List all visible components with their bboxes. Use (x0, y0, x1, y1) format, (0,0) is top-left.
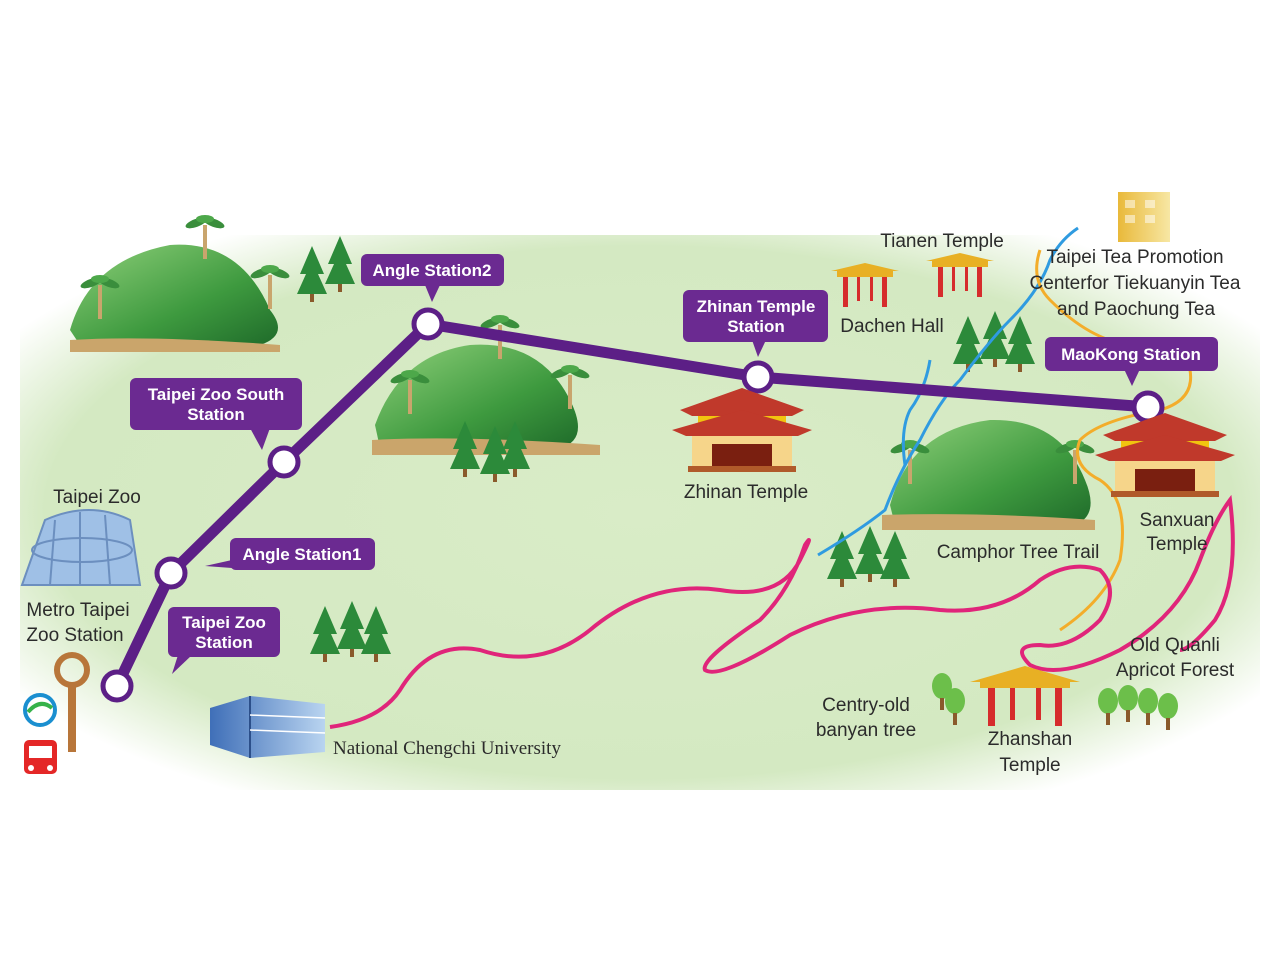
tag-label: Station (187, 405, 245, 424)
tag-label: Angle Station2 (372, 261, 491, 280)
tag-label: MaoKong Station (1061, 345, 1201, 364)
label-tea-center: Centerfor Tiekuanyin Tea (1030, 273, 1241, 294)
label-quanli-forest: Old Quanli (1130, 635, 1220, 656)
tag-taipei-zoo-station[interactable]: Taipei Zoo Station (168, 607, 280, 674)
label-sanxuan-temple: Sanxuan (1139, 510, 1214, 531)
gondola-line (112, 318, 1149, 689)
tag-label: Angle Station1 (242, 545, 361, 564)
tag-angle-station-2[interactable]: Angle Station2 (361, 254, 504, 302)
tag-label: Station (727, 317, 785, 336)
gate-icon (970, 666, 1080, 726)
mountain-icon (882, 419, 1095, 530)
station-angle-2[interactable] (411, 307, 445, 341)
mrt-pin (54, 652, 90, 752)
label-metro-zoo: Metro Taipei (26, 600, 129, 621)
mrt-icon[interactable] (23, 693, 57, 727)
zoo-dome-icon (20, 509, 142, 586)
tag-angle-station-1[interactable]: Angle Station1 (205, 538, 375, 570)
label-banyan-tree: Centry-old (822, 695, 910, 716)
label-zhanshan-temple: Zhanshan (988, 729, 1073, 750)
label-tianen-temple: Tianen Temple (880, 231, 1004, 252)
blue-trail (901, 359, 932, 466)
label-camphor-trail: Camphor Tree Trail (937, 542, 1100, 563)
mountain-icon (70, 244, 280, 352)
label-metro-zoo: Zoo Station (26, 625, 123, 646)
building-icon (1118, 192, 1170, 242)
blue-trail (817, 226, 1079, 557)
tag-zhinan-temple-station[interactable]: Zhinan Temple Station (683, 290, 828, 357)
tag-label: Station (195, 633, 253, 652)
tag-label: Zhinan Temple (697, 297, 816, 316)
tag-zoo-south-station[interactable]: Taipei Zoo South Station (130, 378, 302, 450)
pink-trail (329, 494, 1235, 729)
label-tea-center: and Paochung Tea (1057, 299, 1216, 320)
label-sanxuan-temple: Temple (1146, 534, 1207, 555)
label-banyan-tree: banyan tree (816, 720, 916, 741)
station-zoo-south[interactable] (267, 445, 301, 479)
tag-label: Taipei Zoo (182, 613, 266, 632)
mountain-icon (372, 344, 600, 455)
building-icon (210, 696, 326, 758)
label-zhanshan-temple: Temple (999, 755, 1060, 776)
label-tea-center: Taipei Tea Promotion (1046, 247, 1223, 268)
label-quanli-forest: Apricot Forest (1116, 660, 1235, 681)
tag-label: Taipei Zoo South (148, 385, 285, 404)
label-taipei-zoo: Taipei Zoo (53, 487, 141, 508)
station-angle-1[interactable] (154, 556, 188, 590)
station-zhinan[interactable] (741, 360, 775, 394)
label-nccu: National Chengchi University (333, 738, 561, 759)
label-dachen-hall: Dachen Hall (840, 316, 944, 337)
station-taipei-zoo[interactable] (100, 669, 134, 703)
label-zhinan-temple: Zhinan Temple (684, 482, 808, 503)
bus-icon[interactable] (24, 740, 57, 774)
tag-maokong-station[interactable]: MaoKong Station (1045, 337, 1218, 386)
